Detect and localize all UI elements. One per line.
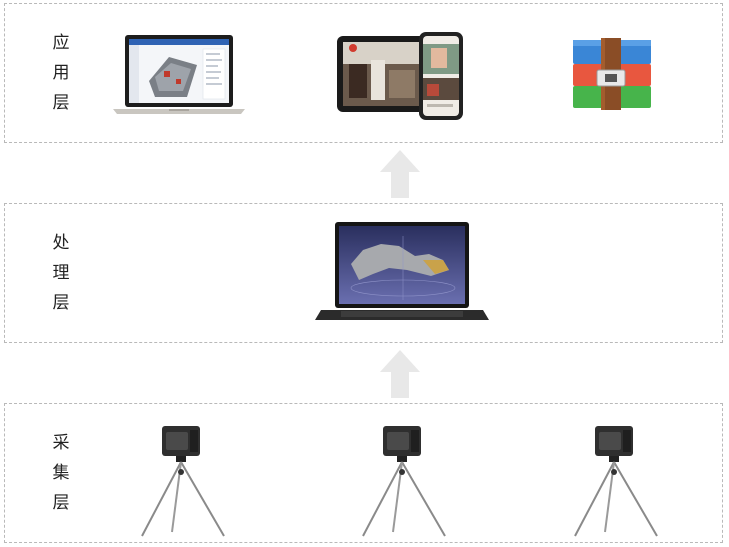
label-char: 采 xyxy=(52,433,70,453)
processing-layer-label: 处 理 层 xyxy=(49,204,73,342)
label-char: 层 xyxy=(52,93,70,113)
tablet-phone-panorama-icon xyxy=(337,32,463,120)
label-char: 层 xyxy=(52,293,70,313)
label-char: 层 xyxy=(52,493,70,513)
winrar-archive-icon xyxy=(573,38,651,110)
application-layer-label: 应 用 层 xyxy=(49,4,73,142)
scanner-tripod-icon xyxy=(141,426,225,537)
label-char: 应 xyxy=(52,33,70,53)
application-layer: 应 用 层 xyxy=(4,3,723,143)
up-arrow-icon xyxy=(380,150,420,198)
acquisition-layer-label: 采 集 层 xyxy=(49,404,73,542)
laptop-pointcloud-icon xyxy=(315,222,489,320)
scanner-tripod-icon xyxy=(362,426,446,537)
label-char: 用 xyxy=(52,63,70,83)
acquisition-layer: 采 集 层 xyxy=(4,403,723,543)
label-char: 理 xyxy=(52,263,70,283)
label-char: 集 xyxy=(52,463,70,483)
laptop-3d-floorplan-icon xyxy=(113,35,245,114)
scanner-tripod-icon xyxy=(574,426,658,537)
up-arrow-icon xyxy=(380,350,420,398)
label-char: 处 xyxy=(52,233,70,253)
processing-layer: 处 理 层 xyxy=(4,203,723,343)
